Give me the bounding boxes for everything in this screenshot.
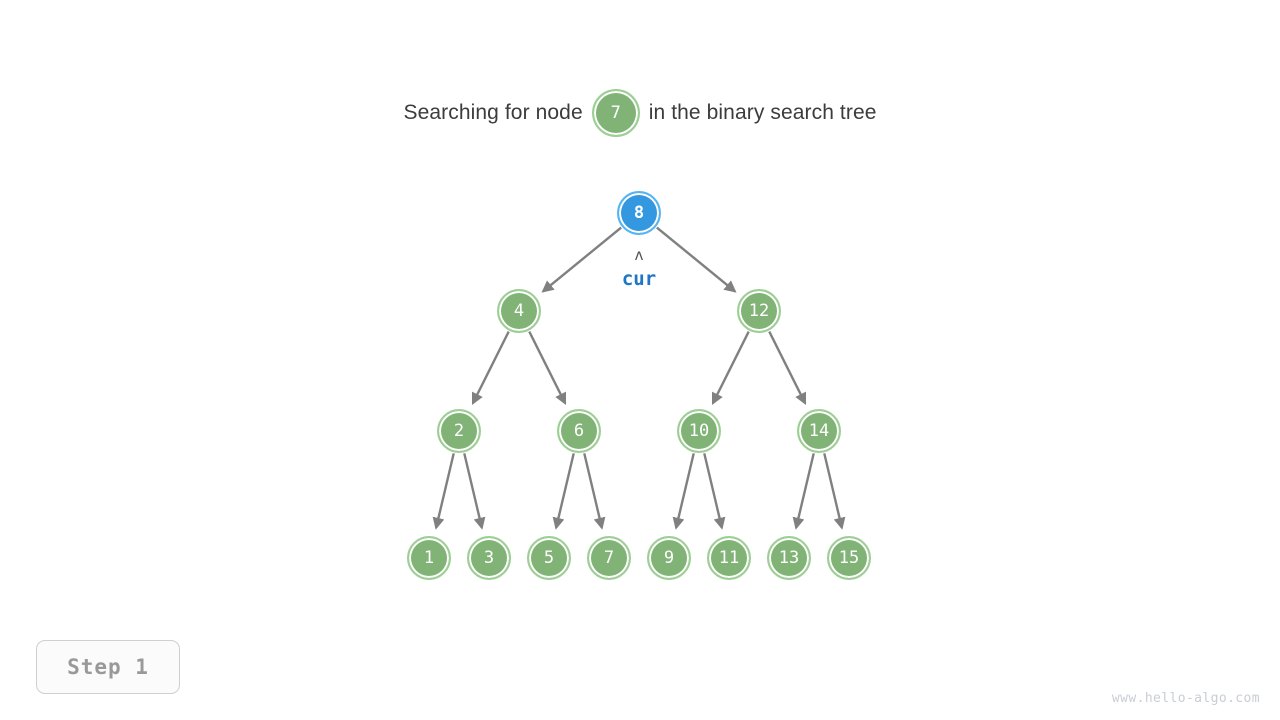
- tree-node-14: 14: [797, 409, 841, 453]
- tree-edge: [672, 453, 695, 530]
- tree-node-2: 2: [437, 409, 481, 453]
- tree-node-15: 15: [827, 536, 871, 580]
- tree-node-10: 10: [677, 409, 721, 453]
- step-badge-label: Step 1: [67, 655, 149, 679]
- tree-edge: [768, 331, 807, 405]
- tree-node-13: 13: [767, 536, 811, 580]
- tree-node-3: 3: [467, 536, 511, 580]
- title-suffix: in the binary search tree: [648, 101, 877, 124]
- tree-edge: [541, 226, 622, 293]
- title-prefix: Searching for node: [403, 101, 583, 124]
- tree-edge: [583, 453, 606, 530]
- tree-edge: [552, 453, 575, 530]
- tree-node-12: 12: [737, 289, 781, 333]
- cur-pointer: ʌ cur: [579, 246, 699, 291]
- tree-node-5: 5: [527, 536, 571, 580]
- tree-edge: [656, 226, 737, 293]
- tree-edge: [823, 453, 846, 530]
- caret-icon: ʌ: [634, 246, 644, 264]
- tree-node-6: 6: [557, 409, 601, 453]
- tree-edge: [528, 331, 567, 405]
- tree-node-7: 7: [587, 536, 631, 580]
- watermark: www.hello-algo.com: [1111, 691, 1260, 706]
- tree-node-9: 9: [647, 536, 691, 580]
- tree-node-8: 8: [617, 191, 661, 235]
- tree-edge: [432, 453, 455, 530]
- tree-edge: [471, 331, 510, 405]
- page-title: Searching for node 7 in the binary searc…: [0, 89, 1280, 137]
- tree-edge: [703, 453, 726, 530]
- tree-edge: [792, 453, 815, 530]
- tree-node-11: 11: [707, 536, 751, 580]
- tree-node-4: 4: [497, 289, 541, 333]
- title-target-node: 7: [591, 89, 640, 137]
- step-badge: Step 1: [36, 640, 180, 694]
- tree-edges: [432, 226, 846, 530]
- tree-edge: [463, 453, 486, 530]
- cur-pointer-label: cur: [621, 268, 657, 290]
- tree-node-1: 1: [407, 536, 451, 580]
- tree-edge: [711, 331, 750, 405]
